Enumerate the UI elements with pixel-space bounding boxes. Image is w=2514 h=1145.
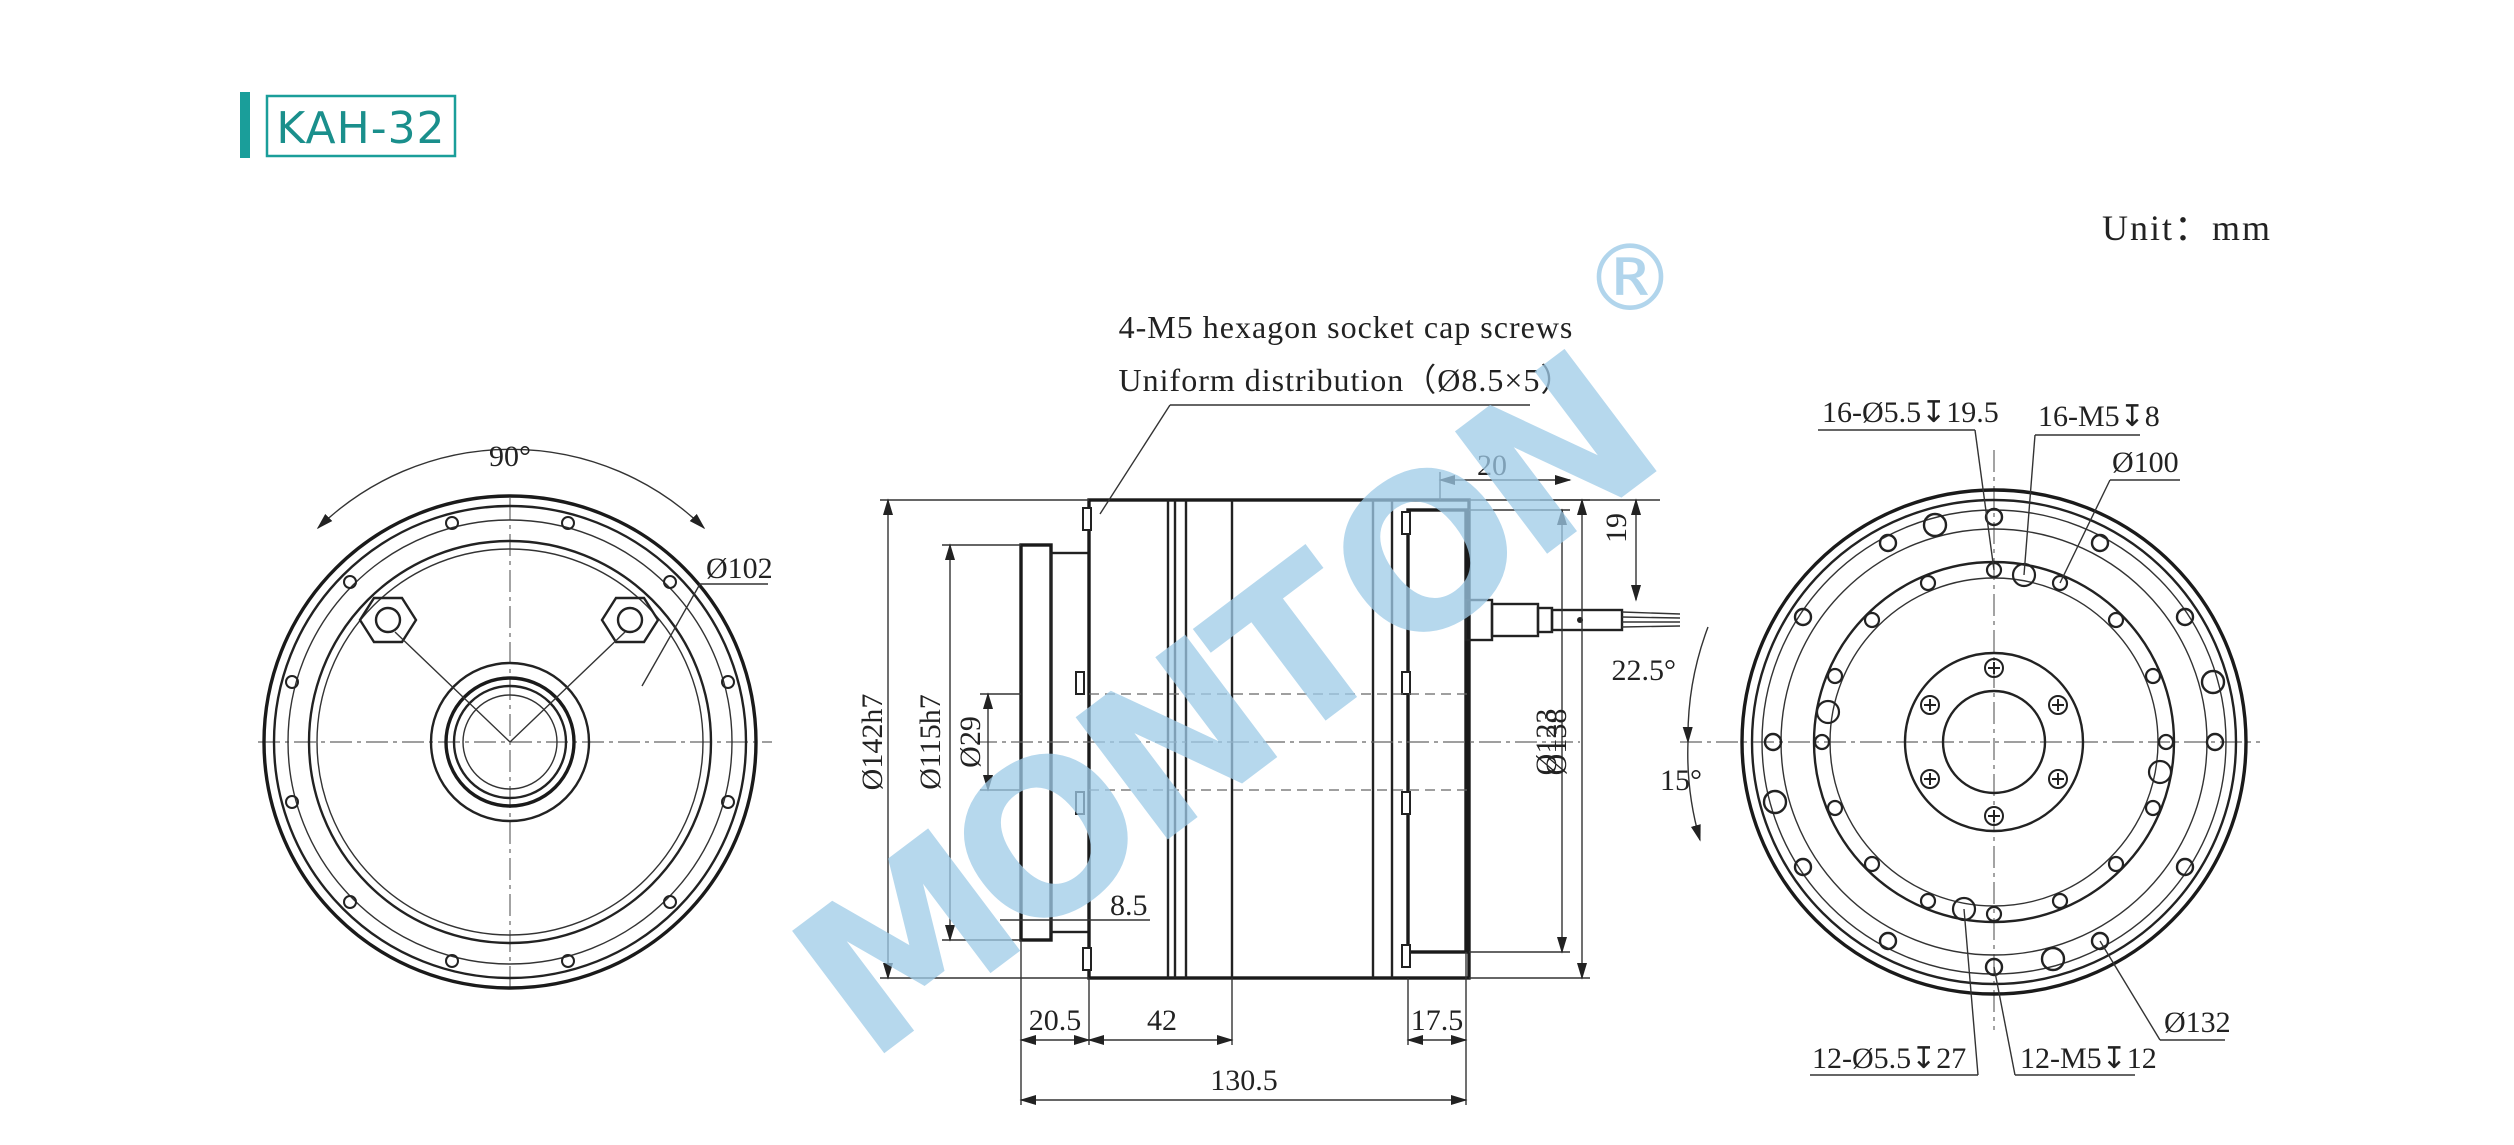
right-cross-screws [1920, 658, 2068, 826]
d132-label: Ø132 [2164, 1006, 2231, 1039]
screws-callout-line2: Uniform distribution（Ø8.5×5） [1119, 362, 1574, 398]
model-title: KAH-32 [276, 103, 445, 154]
angle-90-label: 90° [489, 440, 531, 473]
hex-connector-left [358, 596, 418, 644]
dim-123: Ø123 [1530, 709, 1563, 776]
title-accent-bar [240, 92, 250, 158]
dim-138: Ø138 [1540, 709, 1573, 776]
dim-115h7: Ø115h7 [914, 694, 947, 790]
left-end-view: 90° Ø102 [258, 440, 773, 990]
dim-20: 20 [1477, 449, 1507, 482]
holes-top-b-label: 16-M5↧8 [2038, 400, 2160, 433]
title-frame [265, 94, 457, 158]
left-diameter-label: Ø102 [706, 552, 773, 585]
dim-19: 19 [1600, 513, 1633, 543]
right-outer-holes [1762, 507, 2226, 977]
angle-15-label: 15° [1660, 764, 1702, 797]
registered-mark: ® [1584, 225, 1676, 332]
dim-20-5: 20.5 [1029, 1004, 1082, 1037]
dim-29: Ø29 [954, 716, 987, 768]
right-end-view: 22.5° 15° 16-Ø5.5↧19.5 16-M5↧8 Ø100 Ø132… [1612, 396, 2260, 1076]
side-bolt-heads [1075, 507, 1411, 971]
dim-8-5: 8.5 [1110, 889, 1148, 922]
right-inner-holes [1813, 561, 2175, 923]
holes-top-a-label: 16-Ø5.5↧19.5 [1822, 396, 1999, 429]
screws-callout-line1: 4-M5 hexagon socket cap screws [1119, 309, 1574, 345]
hex-connector-right [600, 596, 660, 644]
dim-142h7: Ø142h7 [856, 694, 889, 791]
monton-watermark: M O N T O N [751, 304, 1702, 1105]
side-view: 4-M5 hexagon socket cap screws Uniform d… [856, 309, 1681, 1106]
unit-label: Unit：mm [2102, 208, 2272, 248]
dim-17-5: 17.5 [1411, 1004, 1464, 1037]
title-block: KAH-32 [240, 92, 457, 158]
dim-130-5: 130.5 [1210, 1064, 1278, 1097]
holes-bot-a-label: 12-Ø5.5↧27 [1812, 1042, 1966, 1075]
holes-bot-b-label: 12-M5↧12 [2020, 1042, 2157, 1075]
angle-22-5-label: 22.5° [1612, 654, 1677, 687]
dim-42: 42 [1147, 1004, 1177, 1037]
d100-label: Ø100 [2112, 446, 2179, 479]
